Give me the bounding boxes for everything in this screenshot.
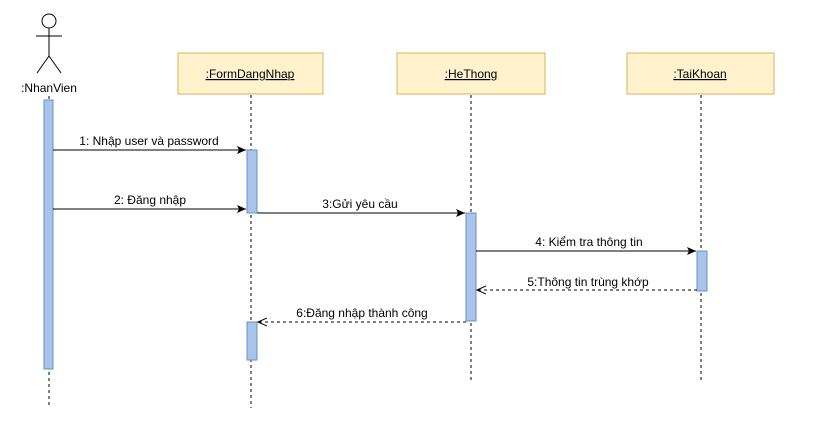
stick-figure-icon bbox=[36, 13, 62, 74]
activation-taikhoan bbox=[696, 250, 708, 292]
participant-formdangnhap[interactable]: :FormDangNhap bbox=[177, 52, 324, 95]
participant-taikhoan[interactable]: :TaiKhoan bbox=[626, 52, 775, 95]
activation-hethong bbox=[465, 212, 477, 322]
message-label-4: 4: Kiểm tra thông tin bbox=[535, 235, 642, 249]
activation-formdangnhap-1 bbox=[246, 149, 258, 214]
participant-label: :HeThong bbox=[445, 67, 498, 81]
actor-label: :NhanVien bbox=[21, 81, 77, 95]
message-label-2: 2: Đăng nhập bbox=[114, 193, 186, 207]
participant-label: :TaiKhoan bbox=[673, 67, 726, 81]
message-label-3: 3:Gửi yêu cầu bbox=[322, 197, 397, 211]
participant-label: :FormDangNhap bbox=[206, 67, 295, 81]
activation-formdangnhap-2 bbox=[246, 321, 258, 361]
activation-nhanvien bbox=[43, 99, 54, 370]
message-label-1: 1: Nhập user và password bbox=[79, 134, 218, 148]
message-label-5: 5:Thông tin trùng khớp bbox=[527, 275, 649, 289]
participant-hethong[interactable]: :HeThong bbox=[396, 52, 546, 95]
message-label-6: 6:Đăng nhập thành công bbox=[296, 306, 427, 320]
